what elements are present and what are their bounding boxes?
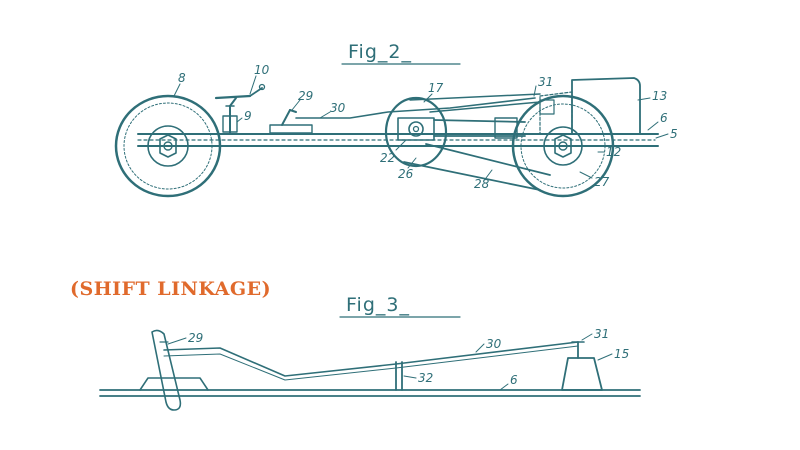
frame-rails [137, 133, 656, 147]
fig-2: Fig_2_ [114, 41, 678, 198]
callout-6: 6 [510, 373, 518, 387]
callout-27: 27 [594, 175, 610, 189]
upper-strut [409, 93, 541, 113]
callout-8: 8 [178, 71, 186, 85]
callout-15: 15 [614, 347, 629, 361]
engine-box [539, 77, 641, 135]
shift-linkage-annotation: (SHIFT LINKAGE) [70, 278, 272, 300]
callout-17: 17 [428, 81, 444, 95]
linkage-rod [163, 341, 579, 381]
callout-10: 10 [254, 63, 270, 77]
callout-6: 6 [660, 111, 668, 125]
steering-assembly [214, 83, 266, 135]
callout-31: 31 [594, 327, 609, 341]
fig-3-leaders [167, 333, 613, 391]
callout-29: 29 [298, 89, 313, 103]
fig-3-title: Fig_3_ [346, 294, 410, 316]
fig-2-leaders [173, 75, 669, 179]
fig-2-title: Fig_2_ [348, 41, 412, 63]
rear-frame-extension [611, 133, 659, 147]
fig-3-callouts: 29 30 31 15 32 6 [188, 327, 629, 387]
front-wheel [114, 94, 222, 198]
callout-9: 9 [244, 109, 252, 123]
callout-29: 29 [188, 331, 203, 345]
callout-28: 28 [474, 177, 490, 191]
drive-belt [403, 143, 551, 191]
callout-12: 12 [606, 145, 621, 159]
callout-5: 5 [670, 127, 678, 141]
callout-26: 26 [398, 167, 414, 181]
drive-shaft [433, 117, 526, 139]
callout-22: 22 [380, 151, 395, 165]
callout-31: 31 [538, 75, 553, 89]
callout-30: 30 [330, 101, 346, 115]
floor-plate [99, 389, 641, 397]
callout-30: 30 [486, 337, 502, 351]
transmission-housing [561, 341, 603, 391]
callout-13: 13 [652, 89, 667, 103]
support-post [395, 361, 403, 391]
callout-32: 32 [418, 371, 433, 385]
shift-lever [139, 329, 209, 411]
shift-lever-linkage [269, 97, 536, 134]
fig-2-callouts: 8 10 9 29 30 17 31 13 6 5 22 26 28 12 27 [178, 63, 678, 191]
fig-3: Fig_3_ [99, 294, 641, 411]
center-pulley [384, 96, 448, 168]
